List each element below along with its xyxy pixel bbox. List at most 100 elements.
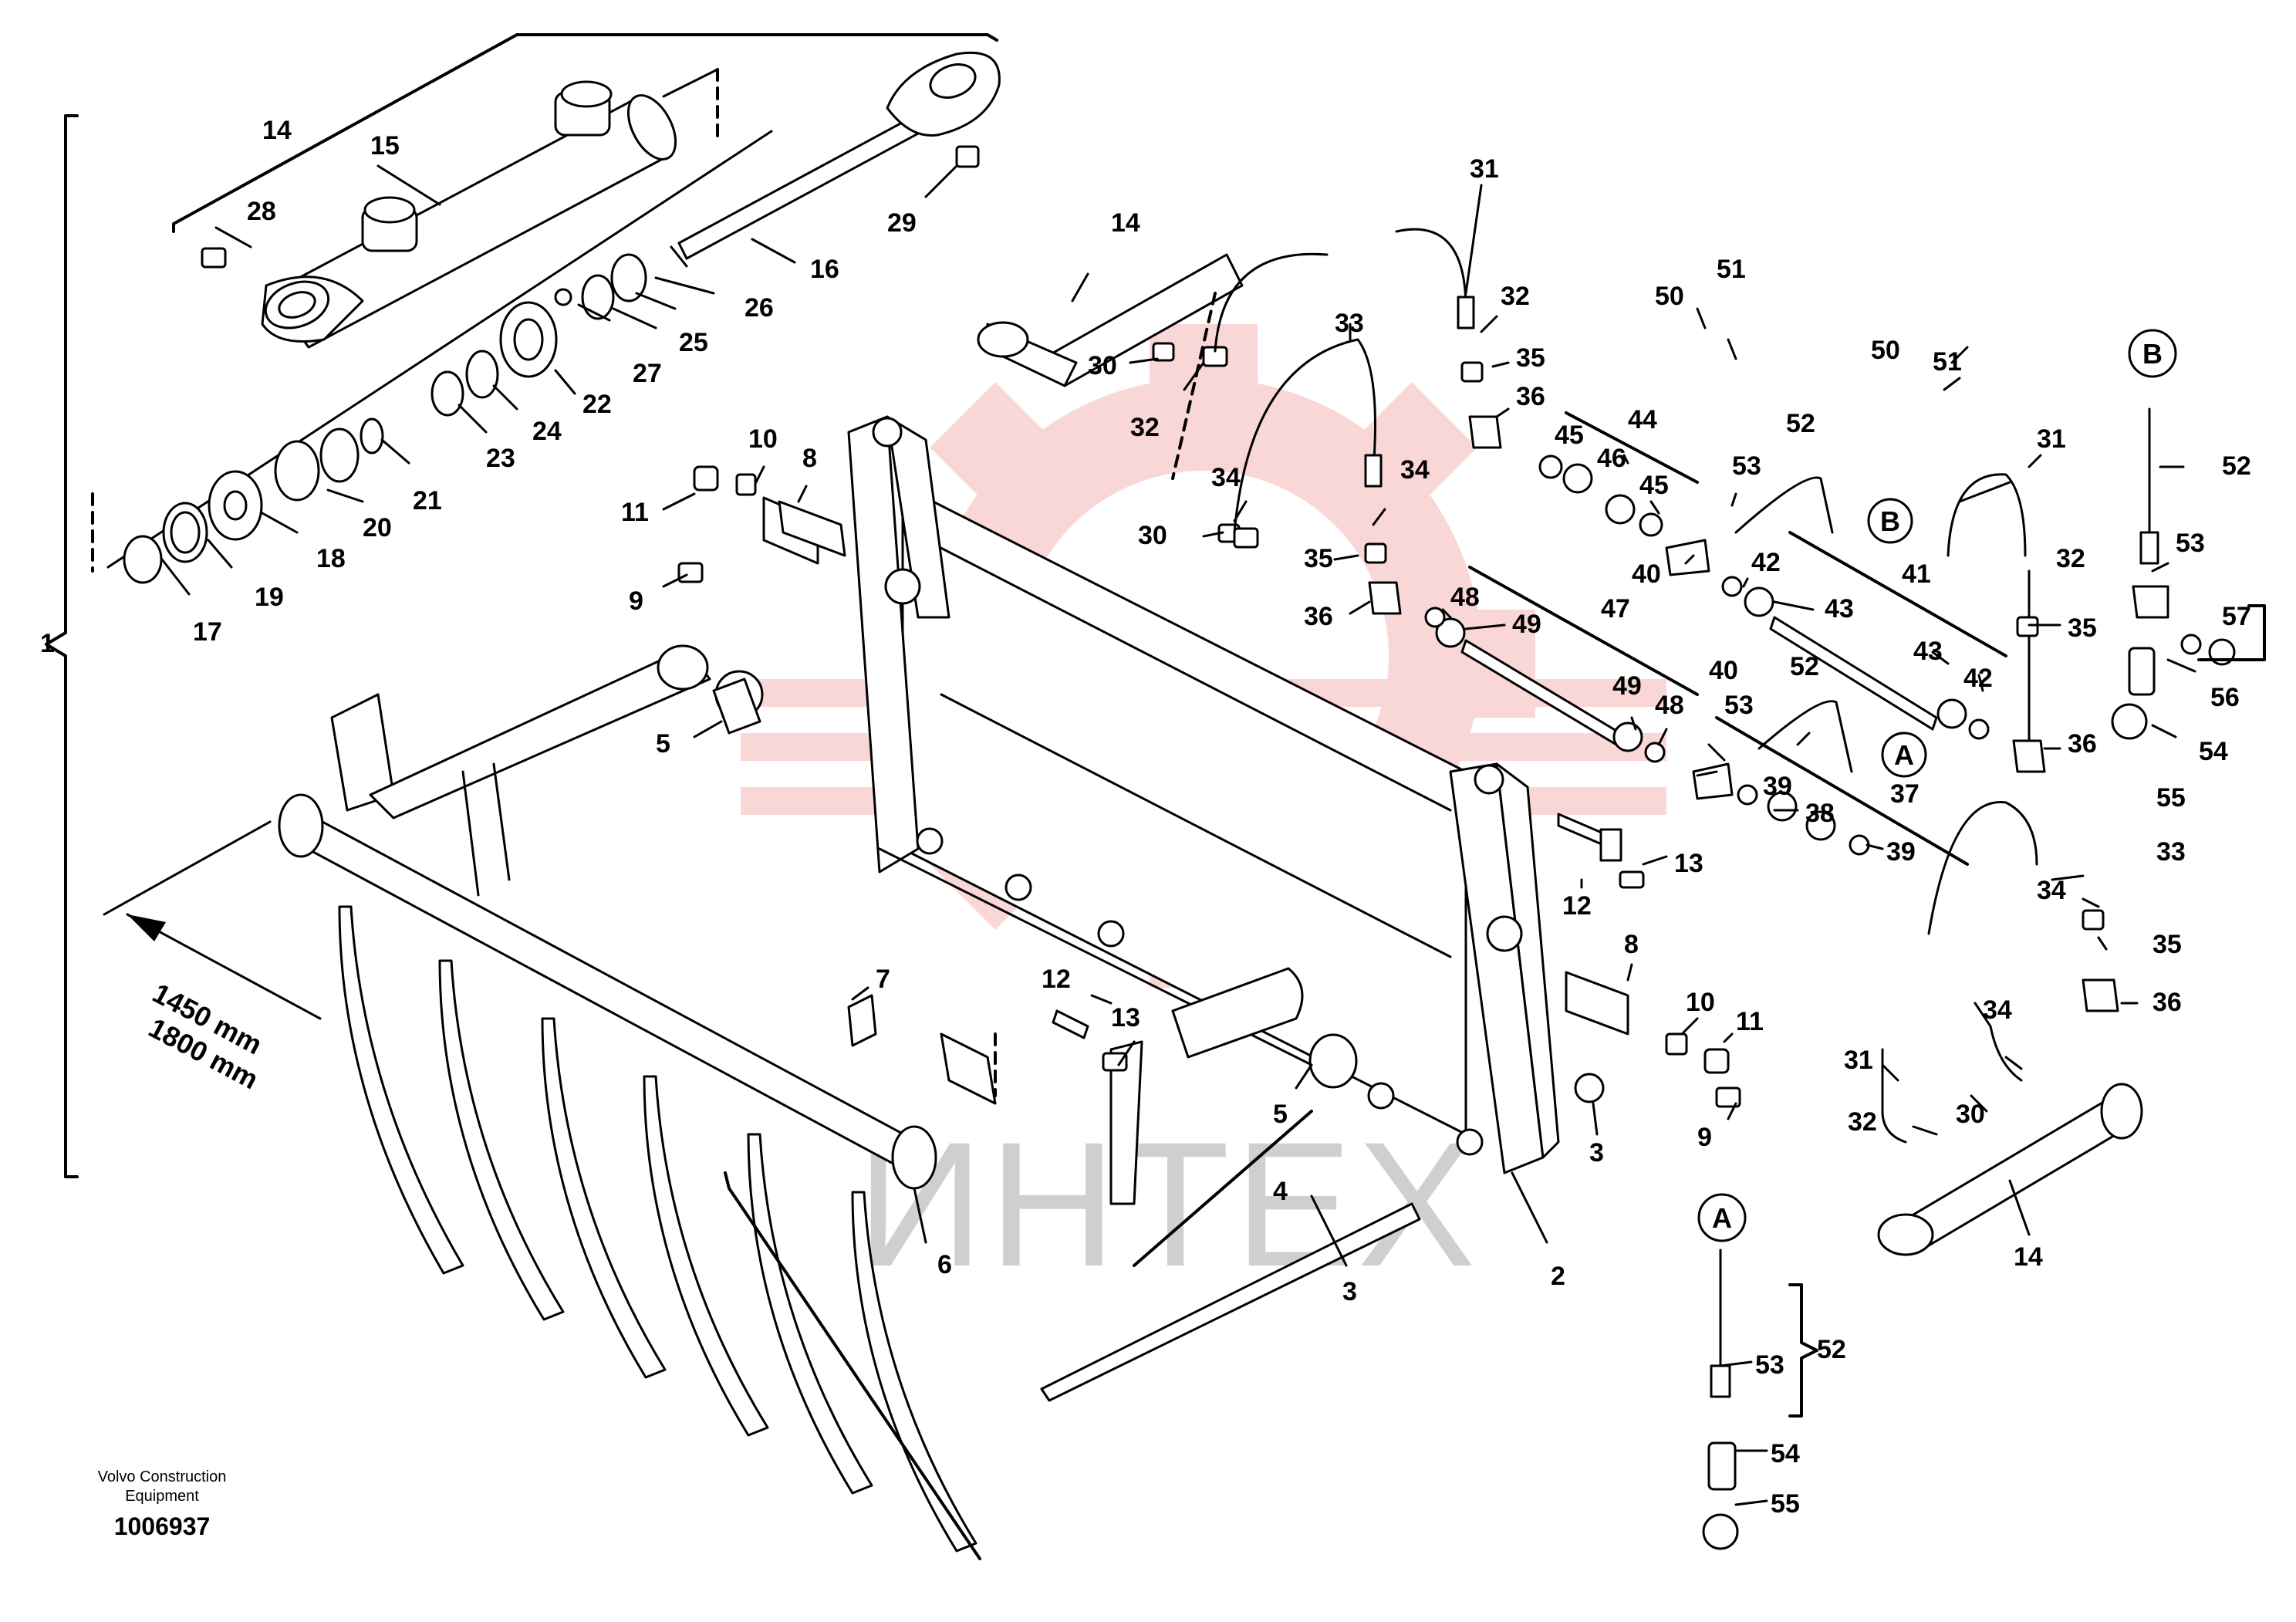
callout-29: 29 — [887, 208, 917, 238]
callout-34a: 34 — [1211, 463, 1241, 492]
part-43-nut — [1744, 586, 1774, 617]
part-36-elbow-b — [1368, 581, 1402, 615]
bracket-item-4 — [1133, 1110, 1313, 1267]
callout-48a: 48 — [1450, 583, 1480, 612]
break-line — [662, 68, 719, 98]
callout-26: 26 — [745, 293, 774, 323]
callout-51a: 51 — [1717, 255, 1746, 284]
bracket-item-47 — [1468, 566, 1699, 696]
frame-bush-2 — [1004, 874, 1032, 901]
part-49-nut — [1435, 617, 1466, 648]
part-35-adapter-b — [1364, 542, 1387, 564]
callout-49b: 49 — [1612, 671, 1642, 701]
tine-2 — [438, 959, 565, 1321]
callout-45b: 45 — [1639, 471, 1669, 500]
callout-57: 57 — [2222, 602, 2251, 631]
callout-1: 1 — [40, 629, 55, 658]
callout-34c: 34 — [2037, 876, 2066, 905]
part-35-adapter-c — [2016, 616, 2039, 637]
bracket-item-52 — [1788, 1283, 1818, 1418]
part-42-ring — [1721, 576, 1743, 597]
hose-52-b-end — [2139, 531, 2159, 565]
ref-marker-b2 — [2128, 329, 2177, 378]
frame-bush-3 — [1097, 920, 1125, 948]
rod-thread — [670, 245, 688, 268]
frame-bush-4 — [1367, 1082, 1395, 1110]
callout-48b: 48 — [1655, 691, 1684, 720]
tine-5 — [747, 1133, 873, 1495]
part-36-elbow — [1468, 415, 1502, 449]
part-20-ring-a — [274, 440, 320, 502]
callout-39b: 39 — [1886, 837, 1916, 867]
callout-11b: 11 — [1736, 1007, 1764, 1036]
callout-30c: 30 — [1956, 1100, 1985, 1129]
callout-30b: 30 — [1138, 521, 1167, 550]
dimension-arrow: 1450 mm 1800 mm — [103, 820, 322, 1095]
callout-30a: 30 — [1088, 351, 1117, 380]
hose-31-end — [1457, 296, 1475, 329]
part-11-bush — [693, 465, 719, 492]
callout-42b: 42 — [1963, 664, 1993, 693]
part-38-nut — [1767, 791, 1798, 822]
callout-36c: 36 — [2068, 729, 2097, 759]
part-9-bolt-right — [1715, 1086, 1741, 1108]
callout-36d: 36 — [2152, 988, 2182, 1017]
callout-19: 19 — [255, 583, 284, 612]
part-20-ring-b — [319, 427, 360, 483]
part-46-nut-b — [1605, 494, 1636, 525]
cylinder-lower-eye — [1877, 1213, 1934, 1256]
part-39-ring — [1737, 784, 1758, 806]
part-43-pipe — [1769, 616, 1938, 731]
callout-31a: 31 — [1470, 154, 1499, 184]
callout-12a: 12 — [1562, 891, 1592, 921]
callout-14b: 14 — [1111, 208, 1140, 238]
footer-ref-number: 1006937 — [113, 1512, 211, 1540]
callout-37: 37 — [1890, 779, 1920, 809]
part-36-elbow-c — [2012, 739, 2046, 773]
callout-5b: 5 — [1273, 1100, 1288, 1129]
callout-52a: 52 — [1786, 409, 1815, 438]
callout-50a: 50 — [1655, 282, 1684, 311]
callout-46: 46 — [1597, 444, 1626, 473]
callout-8a: 8 — [802, 444, 817, 473]
part-13-bolt-upper — [1619, 870, 1645, 889]
bracket-item-14-top — [172, 33, 998, 233]
bracket-item-41 — [1788, 531, 2007, 657]
callout-36a: 36 — [1516, 382, 1545, 411]
part-18-bore — [223, 490, 248, 521]
callout-56: 56 — [2210, 683, 2240, 712]
callout-35c: 35 — [2068, 613, 2097, 643]
callout-52d: 52 — [1817, 1335, 1846, 1364]
part-27-ball — [554, 288, 572, 306]
callout-50b: 50 — [1871, 336, 1900, 365]
part-55-cap — [2111, 703, 2148, 740]
hose-31-a — [1214, 252, 1329, 353]
part-5-bushing-lower — [1308, 1033, 1358, 1089]
part-4-link — [1171, 967, 1304, 1059]
part-28-grease-nipple — [201, 247, 227, 269]
part-5-body — [712, 678, 761, 735]
callout-32d: 32 — [1848, 1107, 1877, 1137]
callout-15: 15 — [370, 131, 400, 161]
callout-13a: 13 — [1674, 849, 1703, 878]
callout-10b: 10 — [1686, 988, 1715, 1017]
frame-hole-top-left — [872, 417, 903, 448]
callout-13b: 13 — [1111, 1003, 1140, 1032]
cylinder-lower-end — [2100, 1083, 2143, 1140]
callout-9a: 9 — [629, 586, 643, 616]
tine-4 — [643, 1075, 769, 1437]
hydraulics — [1214, 228, 2266, 1550]
frame-line — [924, 539, 1452, 812]
barrel-port-hole — [560, 80, 613, 108]
tine-tube-end-right — [891, 1125, 937, 1190]
part-10-nipple-right — [1665, 1032, 1688, 1056]
bracket-item-1 — [45, 114, 79, 1178]
callout-35d: 35 — [2152, 930, 2182, 959]
bracket-item-44 — [1565, 411, 1699, 484]
part-55-cap-b — [1702, 1513, 1739, 1550]
callout-6: 6 — [937, 1250, 952, 1279]
part-48-ring-b — [1644, 742, 1666, 763]
frame-bush-5 — [1456, 1128, 1484, 1156]
ref-marker-b2-label: B — [2142, 338, 2163, 370]
part-3-nut — [1574, 1073, 1605, 1103]
